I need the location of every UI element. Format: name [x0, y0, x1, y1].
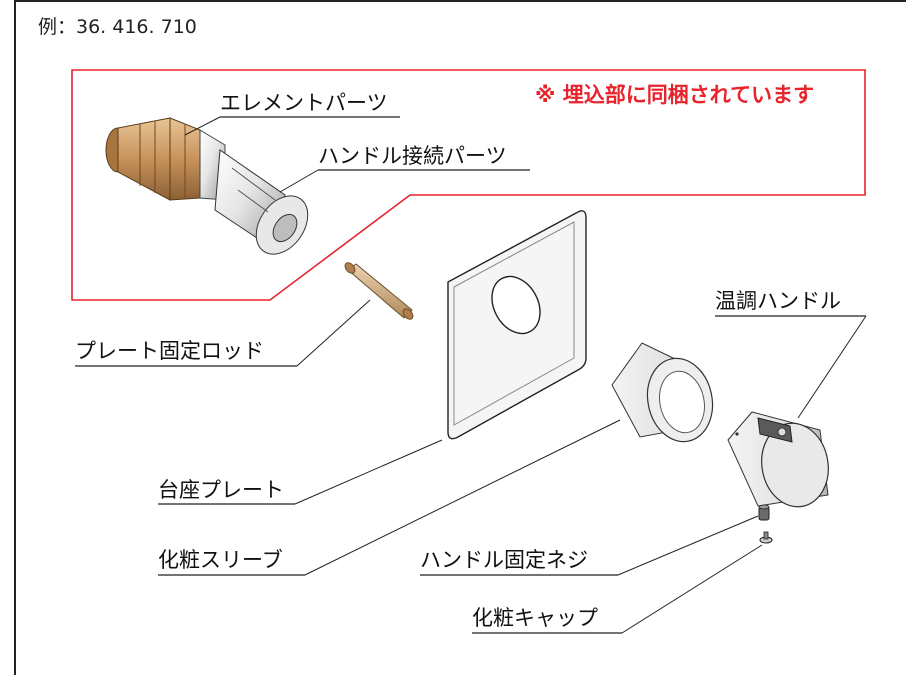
label-temperature-handle: 温調ハンドル — [715, 289, 841, 313]
label-decorative-cap: 化粧キャップ — [472, 606, 598, 630]
handle-fixing-screw-illustration — [758, 504, 770, 521]
label-base-plate: 台座プレート — [158, 478, 284, 502]
included-note: ※ 埋込部に同梱されています — [535, 83, 814, 107]
leader-handle-connection-parts — [279, 169, 319, 193]
plate-fixing-rod-illustration — [344, 262, 414, 320]
leader-decorative-cap — [621, 544, 763, 634]
diagram-frame — [14, 0, 906, 675]
label-handle-connection-parts: ハンドル接続パーツ — [318, 144, 507, 168]
base-plate-illustration — [447, 210, 587, 440]
decorative-cap-illustration — [759, 531, 773, 544]
label-plate-fixing-rod: プレート固定ロッド — [75, 339, 264, 363]
temperature-handle-illustration — [727, 411, 829, 508]
element-parts-illustration — [105, 117, 226, 201]
decorative-sleeve-illustration — [611, 342, 714, 443]
leader-decorative-sleeve — [304, 419, 621, 576]
included-parts-bracket — [71, 69, 866, 301]
leader-plate-fixing-rod — [296, 299, 371, 367]
leader-base-plate — [294, 439, 443, 505]
leader-handle-fixing-screw — [617, 515, 759, 576]
example-model-label: 例：36. 416. 710 — [38, 16, 197, 38]
label-handle-fixing-screw: ハンドル固定ネジ — [420, 548, 588, 572]
leader-element-parts — [184, 116, 221, 136]
label-decorative-sleeve: 化粧スリーブ — [158, 548, 283, 572]
leader-temperature-handle — [797, 315, 867, 419]
label-element-parts: エレメントパーツ — [220, 91, 388, 115]
handle-connection-parts-illustration — [214, 149, 309, 255]
